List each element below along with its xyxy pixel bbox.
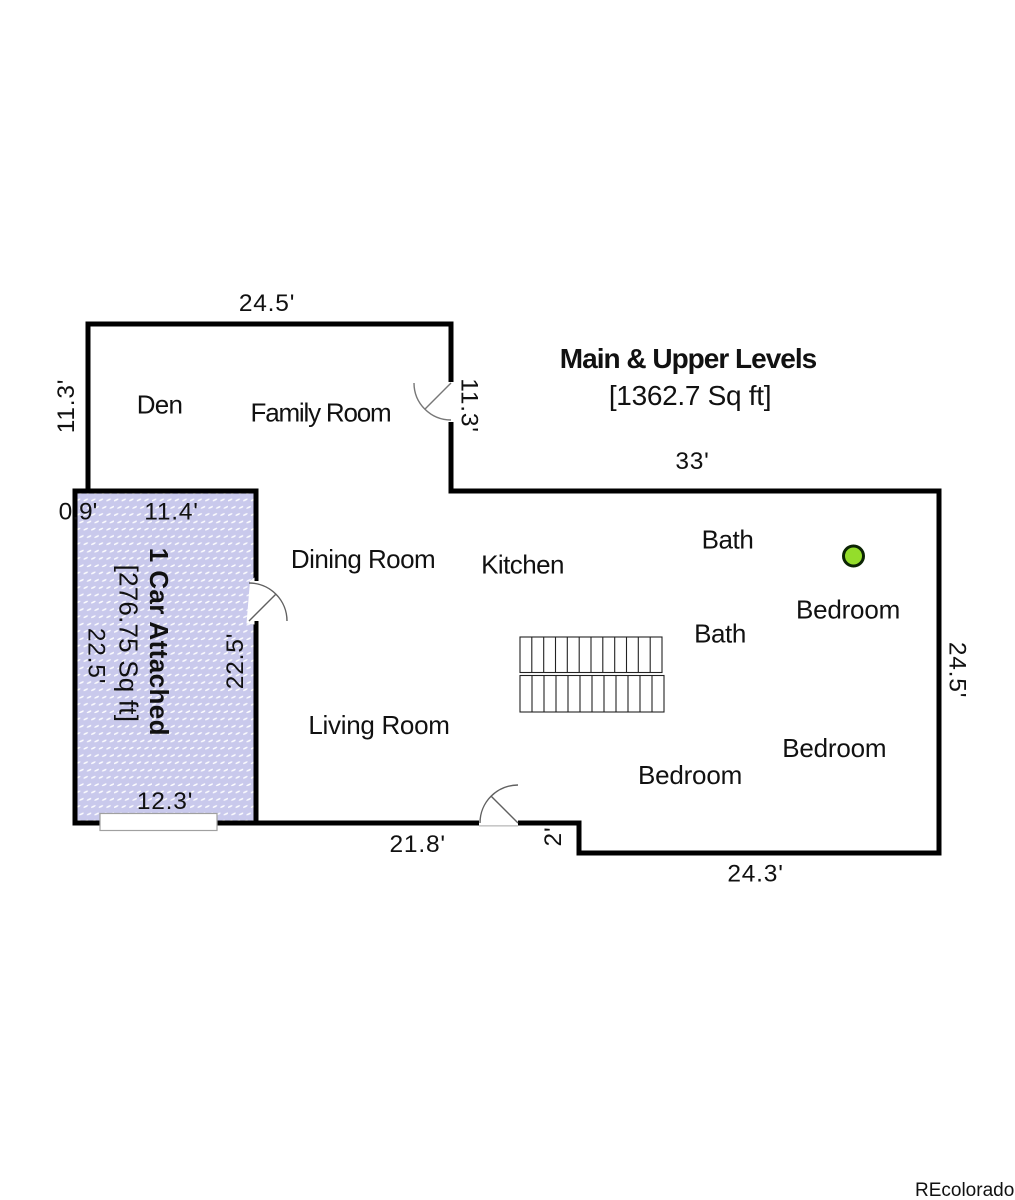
svg-text:11.4': 11.4' (144, 499, 199, 526)
svg-text:Bath: Bath (702, 524, 754, 554)
svg-text:33': 33' (675, 448, 709, 475)
svg-text:22.5': 22.5' (83, 628, 110, 684)
svg-text:Living Room: Living Room (308, 710, 449, 740)
svg-text:Kitchen: Kitchen (481, 550, 564, 580)
svg-text:Family Room: Family Room (251, 397, 391, 427)
svg-text:Den: Den (137, 390, 183, 420)
svg-text:[276.75 Sq ft]: [276.75 Sq ft] (114, 565, 144, 722)
svg-text:REcolorado: REcolorado (915, 1180, 1014, 1200)
svg-text:Bath: Bath (694, 619, 746, 649)
svg-text:1 Car Attached: 1 Car Attached (144, 548, 174, 736)
svg-text:0.9': 0.9' (59, 499, 98, 526)
svg-text:Bedroom: Bedroom (638, 760, 742, 790)
svg-text:11.3': 11.3' (53, 379, 80, 434)
svg-text:12.3': 12.3' (137, 788, 193, 815)
svg-text:Bedroom: Bedroom (782, 733, 886, 763)
svg-text:24.5': 24.5' (239, 290, 295, 317)
svg-text:24.5': 24.5' (944, 642, 971, 698)
svg-text:2': 2' (540, 827, 567, 847)
svg-text:22.5': 22.5' (222, 633, 249, 689)
svg-text:Main & Upper Levels: Main & Upper Levels (560, 343, 817, 374)
svg-text:Bedroom: Bedroom (796, 595, 900, 625)
svg-text:24.3': 24.3' (727, 861, 783, 888)
svg-text:21.8': 21.8' (390, 831, 446, 858)
svg-text:[1362.7 Sq ft]: [1362.7 Sq ft] (609, 380, 771, 411)
svg-text:11.3': 11.3' (456, 378, 483, 433)
svg-text:Dining Room: Dining Room (291, 544, 435, 574)
